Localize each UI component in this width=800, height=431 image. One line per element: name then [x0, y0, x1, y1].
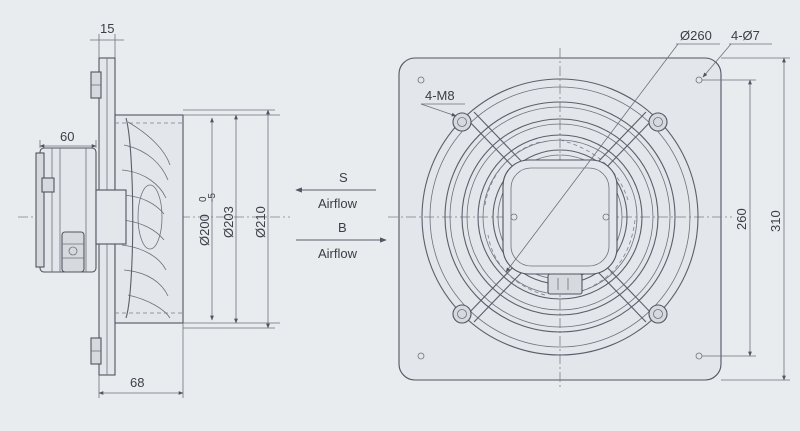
dim-260-dia-label: Ø260: [680, 28, 712, 43]
dim-310-label: 310: [768, 210, 783, 232]
dim-flange-thickness: 15: [90, 21, 124, 58]
threaded-holes: [452, 112, 668, 324]
dim-200-tol-lower: -5: [207, 193, 218, 202]
dim-68-label: 68: [130, 375, 144, 390]
front-view: Ø260 4-Ø7 4-M8 260 310: [388, 28, 790, 390]
dim-60-label: 60: [60, 129, 74, 144]
dim-200-tol-upper: 0: [198, 196, 209, 202]
dim-15-label: 15: [100, 21, 114, 36]
airflow-b-label: B: [338, 220, 347, 235]
dim-threaded-holes-label: 4-M8: [425, 88, 455, 103]
dim-diameters: Ø200 0 -5 Ø203 Ø210: [183, 109, 280, 329]
dim-hole-spacing: 260: [702, 79, 756, 357]
side-view: 15 60 68 Ø200 0 -5 Ø203: [18, 21, 290, 398]
dim-plate-size: 310: [721, 57, 790, 381]
airflow-legend: S Airflow B Airflow: [295, 170, 387, 261]
dim-mount-holes-label: 4-Ø7: [731, 28, 760, 43]
dim-200-label: Ø200: [197, 214, 212, 246]
motor: [35, 147, 127, 273]
dim-depth: 68: [98, 323, 184, 398]
impeller-blades: [121, 117, 171, 319]
airflow-s-text: Airflow: [318, 196, 358, 211]
guard-arms: [465, 111, 655, 323]
dim-203-label: Ø203: [221, 206, 236, 238]
dim-210-label: Ø210: [253, 206, 268, 238]
dim-260-label: 260: [734, 208, 749, 230]
airflow-b-text: Airflow: [318, 246, 358, 261]
motor-housing: [502, 159, 618, 275]
airflow-s-label: S: [339, 170, 348, 185]
dim-motor-width: 60: [39, 129, 97, 148]
terminal-box: [547, 273, 583, 295]
